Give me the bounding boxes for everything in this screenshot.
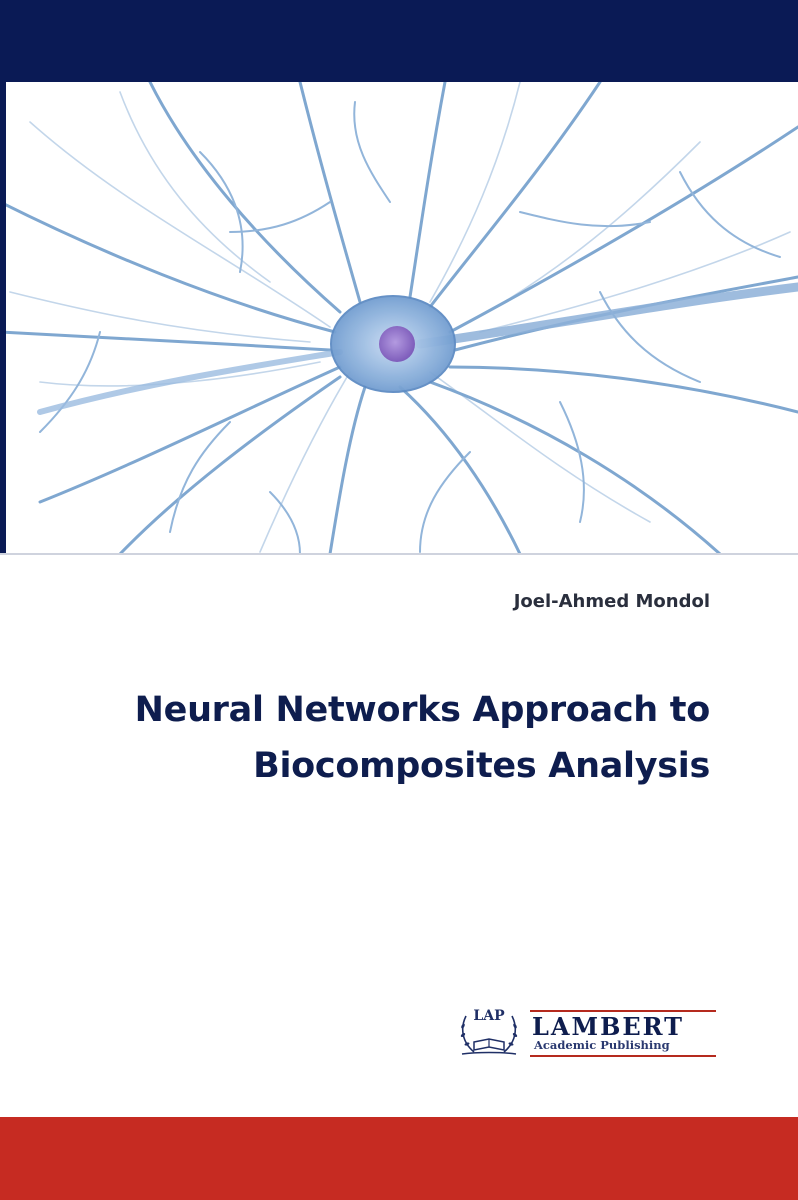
left-edge-stripe (0, 82, 6, 554)
author-name: Joel-Ahmed Mondol (513, 591, 710, 612)
publisher-emblem-icon: LAP (460, 1008, 518, 1055)
neuron-drawing (0, 82, 798, 554)
book-title: Neural Networks Approach to Biocomposite… (30, 682, 711, 794)
publisher-subtitle: Academic Publishing (534, 1038, 670, 1052)
publisher-name: LAMBERT (532, 1012, 685, 1041)
illustration-bottom-rule (0, 553, 798, 555)
top-navy-band (0, 0, 798, 82)
publisher-rule-bottom (530, 1055, 716, 1057)
bottom-red-band (0, 1117, 798, 1200)
publisher-rule-top (530, 1010, 716, 1012)
book-title-line-2: Biocomposites Analysis (253, 746, 710, 786)
neuron-illustration (0, 82, 798, 554)
publisher-logo: LAP LAMBERT Academic Publishing (456, 1002, 718, 1060)
book-title-line-1: Neural Networks Approach to (134, 690, 711, 730)
publisher-emblem-text: LAP (473, 1008, 505, 1024)
